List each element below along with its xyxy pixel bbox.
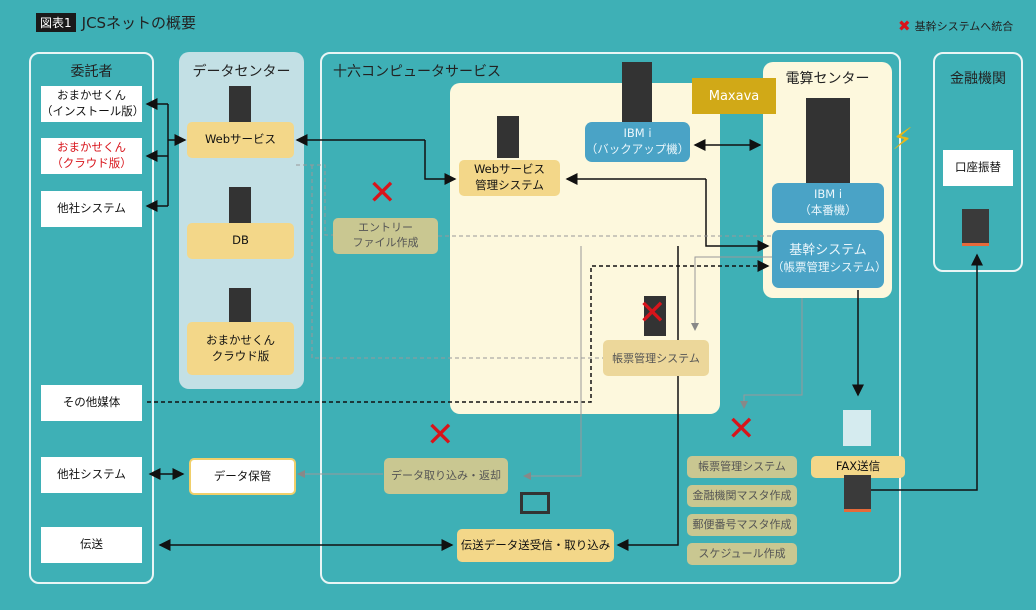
consignor-omakase-install[interactable]: おまかせくん （インストール版） <box>41 86 144 122</box>
server-icon <box>644 296 666 336</box>
account-transfer[interactable]: 口座振替 <box>943 150 1013 186</box>
dc-web-service[interactable]: Webサービス <box>187 122 294 158</box>
legend-label: 基幹システムへ統合 <box>914 20 1014 33</box>
consignor-omakase-cloud[interactable]: おまかせくん （クラウド版） <box>41 138 142 174</box>
maxava-callout: Maxava <box>692 78 776 114</box>
figure-title-text: JCSネットの概要 <box>81 14 197 32</box>
red-x-icon: ✕ <box>368 173 397 213</box>
financial-title: 金融機関 <box>950 71 1006 87</box>
batch-task[interactable]: 郵便番号マスタ作成 <box>687 514 797 536</box>
batch-task[interactable]: 金融機関マスタ作成 <box>687 485 797 507</box>
fax-send[interactable]: FAX送信 <box>811 456 905 478</box>
server-icon <box>229 288 251 330</box>
red-x-icon: ✕ <box>426 415 455 455</box>
server-icon <box>229 187 251 229</box>
figure-title: 図表1 JCSネットの概要 <box>36 12 196 33</box>
legend: ✖ 基幹システムへ統合 <box>898 17 1013 35</box>
document-icon <box>844 475 871 512</box>
ibm-server-icon <box>806 98 850 184</box>
consignor-other-system-2[interactable]: 他社システム <box>41 457 142 493</box>
computer-icon <box>520 492 550 514</box>
financial-panel <box>933 52 1023 272</box>
server-icon <box>229 86 251 128</box>
document-icon <box>962 209 989 246</box>
consignor-other-media[interactable]: その他媒体 <box>41 385 142 421</box>
red-x-icon: ✕ <box>727 409 756 449</box>
figure-label: 図表1 <box>36 13 76 32</box>
consignor-panel <box>29 52 154 584</box>
consignor-title: 委託者 <box>70 64 113 80</box>
datacenter-title: データセンター <box>192 64 291 80</box>
report-mgmt-system-inner[interactable]: 帳票管理システム <box>603 340 709 376</box>
red-x-icon: ✕ <box>638 293 667 333</box>
data-import-return[interactable]: データ取り込み・返却 <box>384 458 508 494</box>
web-service-mgmt-system[interactable]: Webサービス 管理システム <box>459 160 560 196</box>
batch-task[interactable]: 帳票管理システム <box>687 456 797 478</box>
core-system[interactable]: 基幹システム （帳票管理システム） <box>772 230 887 288</box>
server-icon <box>497 116 519 158</box>
consignor-other-system[interactable]: 他社システム <box>41 191 142 227</box>
dc-db[interactable]: DB <box>187 223 294 259</box>
lightning-icon: ⚡ <box>892 122 914 157</box>
document-icon <box>843 410 871 446</box>
dc-omakase-cloud[interactable]: おまかせくん クラウド版 <box>187 322 294 375</box>
data-storage[interactable]: データ保管 <box>189 458 296 495</box>
jcs-title: 十六コンピュータサービス <box>333 64 501 80</box>
transmission-data-import[interactable]: 伝送データ送受信・取り込み <box>457 529 614 562</box>
consignor-transmission[interactable]: 伝送 <box>41 527 142 563</box>
ibm-server-icon <box>622 62 652 124</box>
jcs-panel <box>320 52 901 584</box>
batch-task[interactable]: スケジュール作成 <box>687 543 797 565</box>
ibm-main[interactable]: IBM i （本番機） <box>772 183 884 223</box>
ibm-backup[interactable]: IBM i （バックアップ機） <box>585 122 690 162</box>
computing-center-title: 電算センター <box>785 71 870 87</box>
red-x-icon: ✖ <box>898 17 911 35</box>
entry-file-creation[interactable]: エントリー ファイル作成 <box>333 218 438 254</box>
